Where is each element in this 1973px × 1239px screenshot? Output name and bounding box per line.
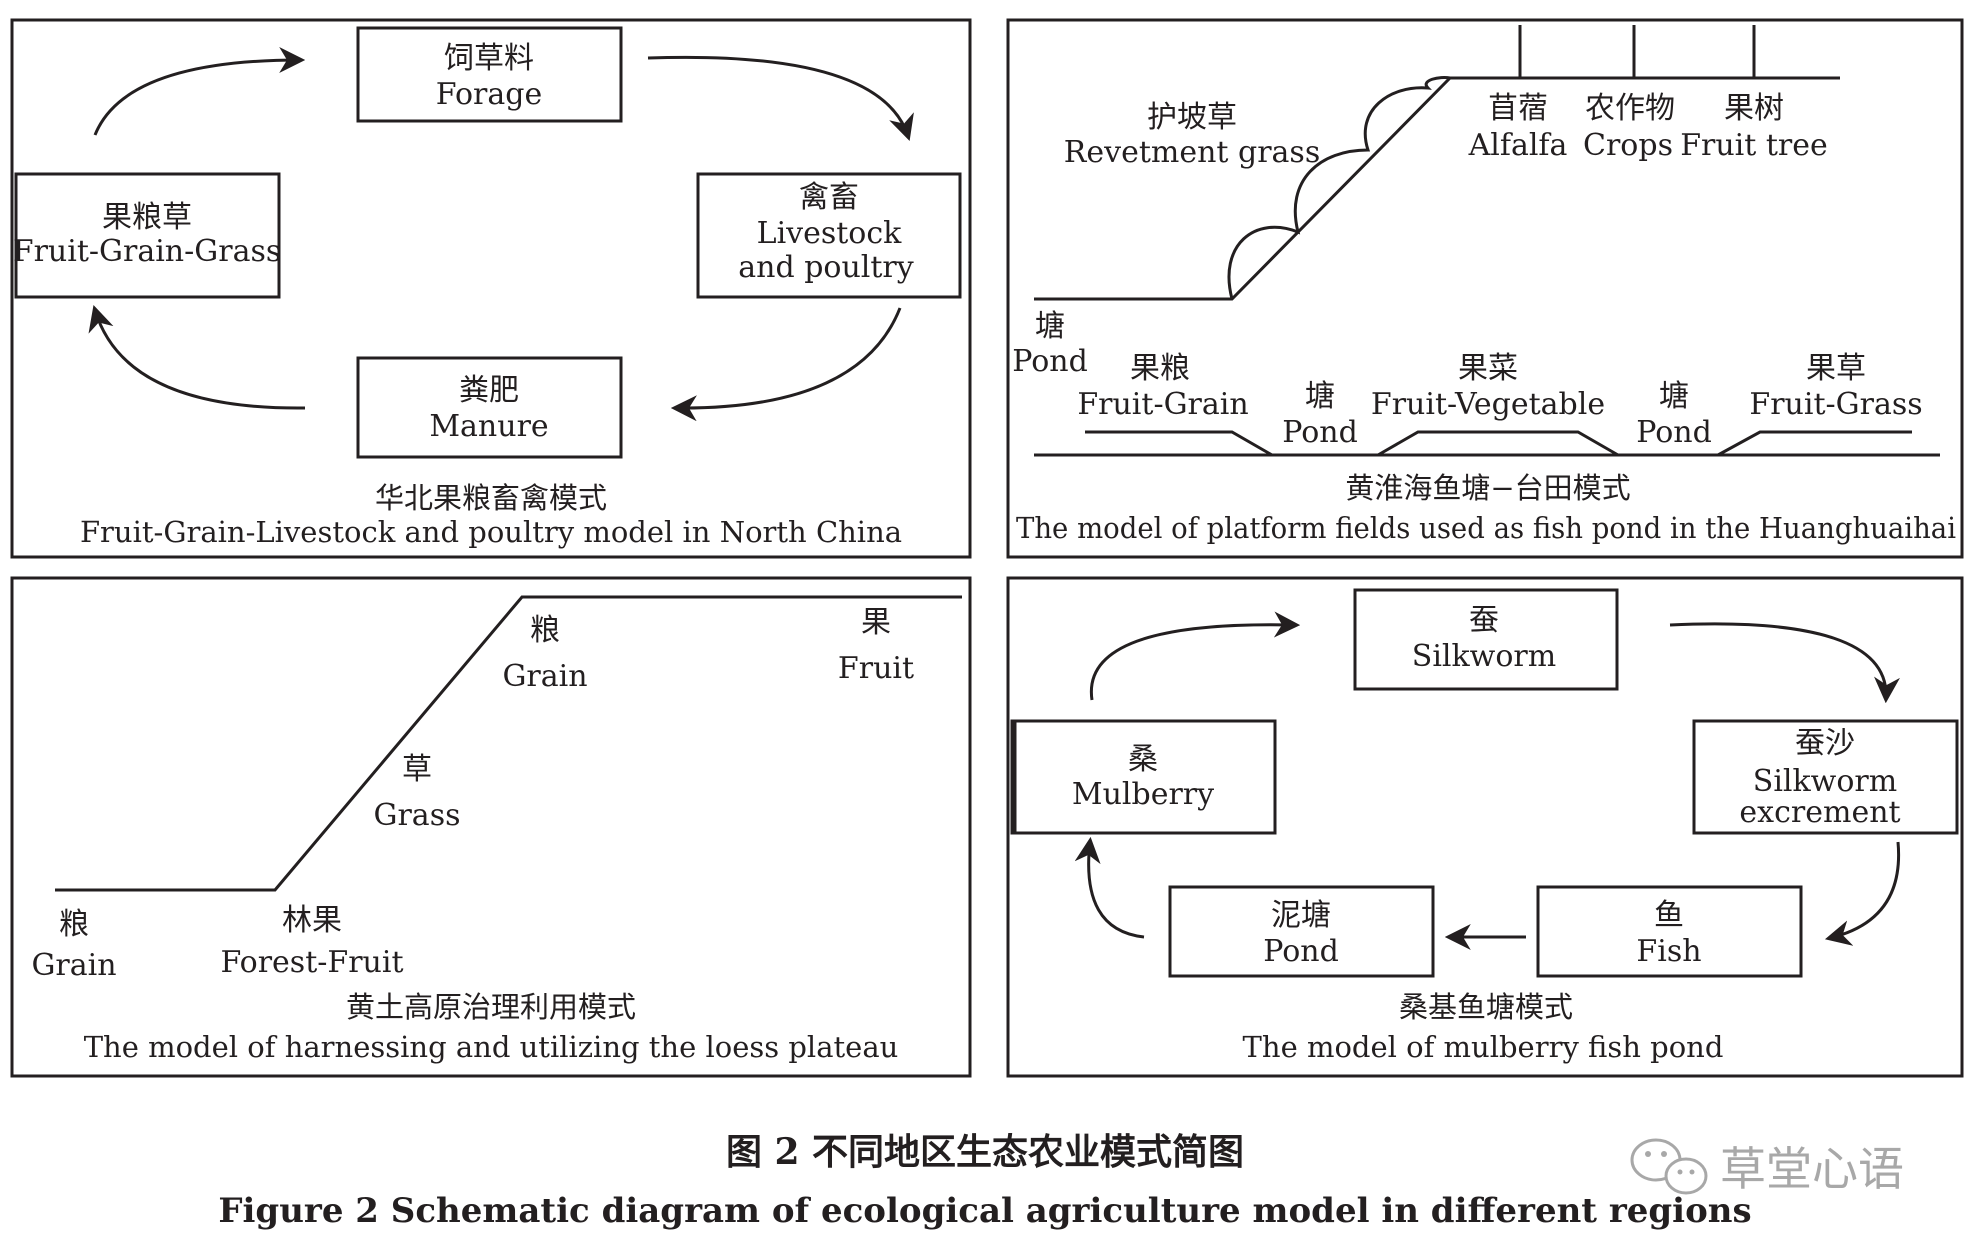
fruit-grain-cn: 果粮 xyxy=(1130,351,1190,386)
node-silkworm xyxy=(1353,588,1619,691)
node-manure xyxy=(356,356,623,459)
arrow-silkworm-to-excrement xyxy=(1669,622,1900,704)
node-pond xyxy=(1168,885,1435,978)
fruit-tree-en: Fruit tree xyxy=(1680,128,1828,163)
caption-huanghuaihai-en: The model of platform fields used as fis… xyxy=(1016,511,1956,545)
revetment-cn: 护坡草 xyxy=(1147,100,1237,135)
panel-huanghuaihai: 护坡草 Revetment grass 苜蓿 Alfalfa 农作物 Crops… xyxy=(1006,18,1964,559)
pond-left-cn: 塘 xyxy=(1035,309,1065,344)
fish-cn: 鱼 xyxy=(1654,898,1684,933)
arrow-livestock-to-manure xyxy=(670,307,902,422)
grain-top-cn: 粮 xyxy=(530,613,560,648)
fgg-en: Fruit-Grain-Grass xyxy=(13,234,282,269)
watermark: 草堂心语 xyxy=(1630,1138,1904,1196)
pond-left-en: Pond xyxy=(1012,344,1088,379)
platform-fruit-vegetable xyxy=(1377,430,1619,457)
node-fruit-grain-grass xyxy=(14,172,281,299)
pond-en: Pond xyxy=(1263,934,1339,969)
figure-title-cn: 图 2 不同地区生态农业模式简图 xyxy=(726,1131,1244,1173)
fruit-tree-cn: 果树 xyxy=(1724,91,1784,126)
arrow-mulberry-to-silkworm xyxy=(1089,611,1301,701)
pond-1-cn: 塘 xyxy=(1305,379,1335,414)
panel-frame xyxy=(1006,576,1964,1078)
caption-north-china-en: Fruit-Grain-Livestock and poultry model … xyxy=(80,515,902,549)
terrain-loess xyxy=(55,595,962,892)
node-forage xyxy=(356,26,623,123)
excrement-en-1: Silkworm xyxy=(1753,764,1897,799)
panel-frame xyxy=(1006,18,1964,559)
grain-top-en: Grain xyxy=(502,659,587,694)
silkworm-en: Silkworm xyxy=(1412,639,1556,674)
forage-en: Forage xyxy=(436,77,542,112)
panel-frame xyxy=(10,576,972,1078)
node-silkworm-excrement xyxy=(1692,719,1959,835)
grass-en: Grass xyxy=(374,798,461,833)
fruit-grass-cn: 果草 xyxy=(1806,351,1866,386)
arrow-fgg-to-forage xyxy=(93,47,306,136)
wechat-icon xyxy=(1630,1138,1708,1195)
excrement-en-2: excrement xyxy=(1739,795,1900,830)
revetment-grass-shape xyxy=(1227,76,1451,300)
fgg-cn: 果粮草 xyxy=(102,200,192,235)
panel-north-china: 饲草料 Forage 禽畜 Livestock and poultry 粪肥 M… xyxy=(10,18,972,559)
fruit-en: Fruit xyxy=(838,651,914,686)
panel-frame xyxy=(10,18,972,559)
platform-fruit-grain xyxy=(1085,430,1273,457)
pond-1-en: Pond xyxy=(1282,415,1358,450)
revetment-en: Revetment grass xyxy=(1064,135,1320,170)
forage-cn: 饲草料 xyxy=(444,41,534,76)
panel-loess: 粮 Grain 果 Fruit 草 Grass 粮 Grain 林果 Fores… xyxy=(10,576,972,1078)
platform-fruit-grass xyxy=(1717,430,1912,457)
fish-en: Fish xyxy=(1636,934,1701,969)
pond-2-en: Pond xyxy=(1636,415,1712,450)
pond-cn: 泥塘 xyxy=(1271,898,1331,933)
caption-mulberry-cn: 桑基鱼塘模式 xyxy=(1399,990,1573,1024)
alfalfa-cn: 苜蓿 xyxy=(1488,91,1548,126)
terrain-slope xyxy=(1034,76,1840,301)
crops-en: Crops xyxy=(1583,128,1673,163)
caption-mulberry-en: The model of mulberry fish pond xyxy=(1243,1030,1724,1064)
caption-loess-cn: 黄土高原治理利用模式 xyxy=(346,990,636,1024)
grain-bottom-cn: 粮 xyxy=(59,907,89,942)
silkworm-cn: 蚕 xyxy=(1469,603,1499,638)
figure-title-en: Figure 2 Schematic diagram of ecological… xyxy=(218,1191,1751,1231)
arrow-manure-to-fgg xyxy=(88,305,306,410)
mulberry-cn: 桑 xyxy=(1128,742,1158,777)
node-fish xyxy=(1536,885,1803,978)
mulberry-en: Mulberry xyxy=(1072,777,1214,812)
caption-north-china-cn: 华北果粮畜禽模式 xyxy=(375,481,607,515)
arrow-excrement-to-fish xyxy=(1824,841,1901,946)
forest-fruit-cn: 林果 xyxy=(282,903,342,938)
manure-en: Manure xyxy=(429,409,548,444)
excrement-cn: 蚕沙 xyxy=(1795,726,1855,761)
grain-bottom-en: Grain xyxy=(31,948,116,983)
livestock-en-1: Livestock xyxy=(757,216,903,251)
livestock-en-2: and poultry xyxy=(738,250,914,285)
alfalfa-en: Alfalfa xyxy=(1468,128,1568,163)
caption-huanghuaihai-cn: 黄淮海鱼塘−台田模式 xyxy=(1345,471,1630,505)
fruit-vegetable-en: Fruit-Vegetable xyxy=(1371,387,1605,422)
node-livestock xyxy=(696,172,962,299)
fruit-grass-en: Fruit-Grass xyxy=(1749,387,1922,422)
arrow-forage-to-livestock xyxy=(647,55,914,141)
pond-2-cn: 塘 xyxy=(1659,379,1689,414)
fruit-cn: 果 xyxy=(861,605,891,640)
crops-cn: 农作物 xyxy=(1585,91,1675,126)
caption-loess-en: The model of harnessing and utilizing th… xyxy=(84,1030,899,1064)
arrow-pond-to-mulberry xyxy=(1074,836,1145,939)
fruit-vegetable-cn: 果菜 xyxy=(1458,351,1518,386)
fruit-grain-en: Fruit-Grain xyxy=(1077,387,1248,422)
forest-fruit-en: Forest-Fruit xyxy=(220,945,403,980)
grass-cn: 草 xyxy=(402,752,432,787)
panel-mulberry: 蚕 Silkworm 蚕沙 Silkworm excrement 桑 Mulbe… xyxy=(1006,576,1964,1078)
livestock-cn: 禽畜 xyxy=(799,180,859,215)
manure-cn: 粪肥 xyxy=(459,373,519,408)
watermark-text: 草堂心语 xyxy=(1720,1142,1904,1196)
